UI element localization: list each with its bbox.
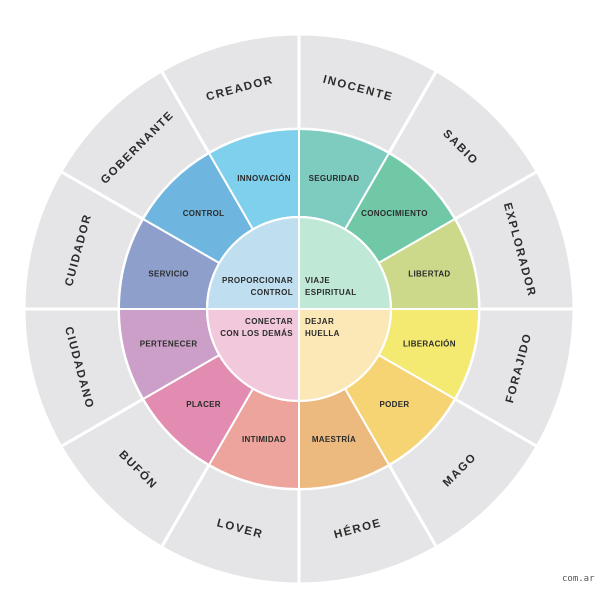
- middle-ring: SEGURIDAD CONOCIMIENTO LIBERTAD LIBERACIÓN P…: [117, 127, 481, 491]
- center-label-dejar: DEJAR: [305, 317, 334, 326]
- middle-label-liberacion: LIBERACIÓN: [403, 339, 456, 348]
- watermark-text: com.ar: [562, 574, 595, 584]
- center-label-con-los-demas: CON LOS DEMÁS: [220, 329, 293, 338]
- middle-label-placer: PLACER: [186, 400, 221, 409]
- middle-label-control: CONTROL: [183, 209, 225, 218]
- middle-label-seguridad: SEGURIDAD: [309, 174, 360, 183]
- middle-label-servicio: SERVICIO: [148, 270, 189, 279]
- center-label-control: CONTROL: [251, 288, 293, 297]
- center-label-proporcionar: PROPORCIONAR: [222, 276, 293, 285]
- middle-label-libertad: LIBERTAD: [408, 270, 450, 279]
- center-label-huella: HUELLA: [305, 329, 340, 338]
- center-rim: [206, 216, 392, 402]
- center-label-viaje: VIAJE: [305, 276, 330, 285]
- middle-label-pertenecer: PERTENECER: [140, 339, 198, 348]
- middle-label-conocimiento: CONOCIMIENTO: [361, 209, 428, 218]
- middle-label-maestria: MAESTRÍA: [312, 435, 356, 444]
- middle-label-innovacion: INNOVACIÓN: [237, 174, 291, 183]
- center-label-espiritual: ESPIRITUAL: [305, 288, 357, 297]
- middle-label-poder: PODER: [379, 400, 409, 409]
- middle-label-intimidad: INTIMIDAD: [242, 435, 286, 444]
- center-label-conectar: CONECTAR: [245, 317, 293, 326]
- center-circle: VIAJE ESPIRITUAL DEJAR HUELLA CONECTAR CON LO…: [205, 215, 393, 403]
